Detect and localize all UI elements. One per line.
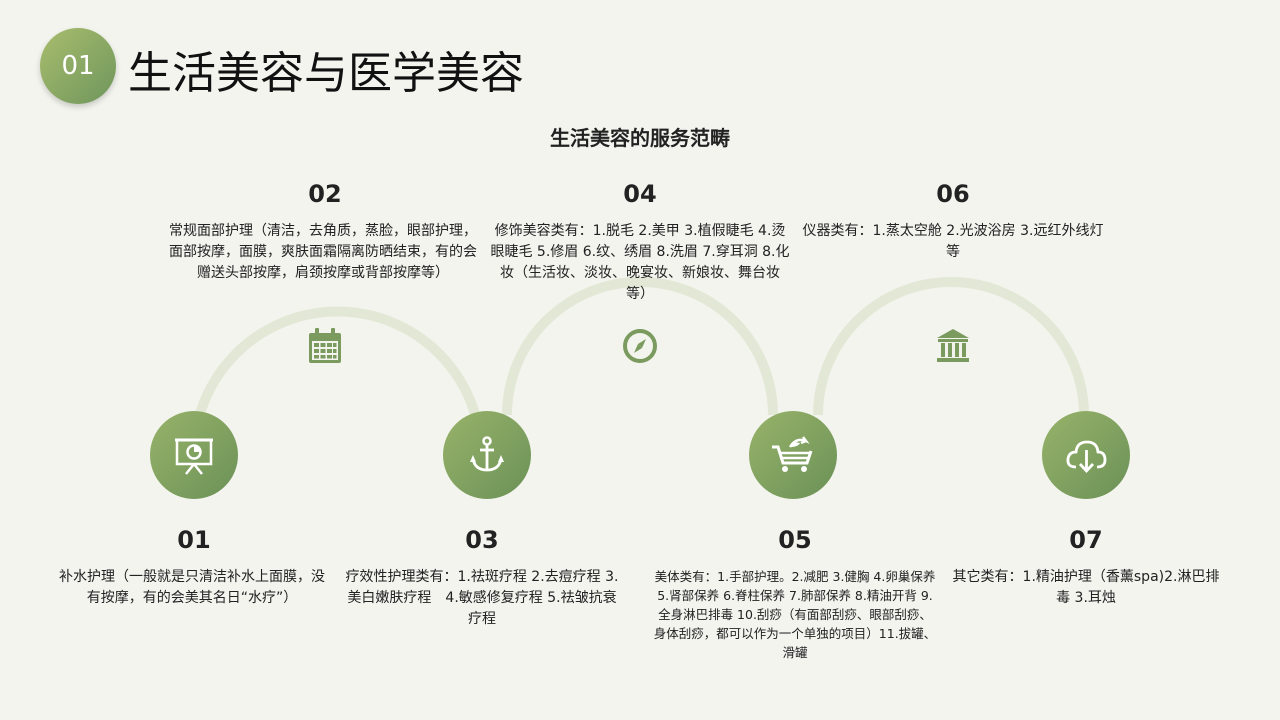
- step-text-04: 修饰美容类有：1.脱毛 2.美甲 3.植假睫毛 4.烫眼睫毛 5.修眉 6.纹、…: [490, 223, 790, 302]
- presentation-chart-icon: [175, 438, 213, 475]
- step-text-03: 疗效性护理类有：1.祛斑疗程 2.去痘疗程 3.美白嫩肤疗程 4.敏感修复疗程 …: [345, 569, 619, 627]
- step-number-04: 04: [623, 180, 657, 208]
- calendar-icon: [305, 326, 345, 366]
- arc-05-07: [813, 277, 1089, 416]
- slide-title: 生活美容与医学美容: [128, 48, 524, 99]
- step-text-06: 仪器类有：1.蒸太空舱 2.光波浴房 3.远红外线灯等: [802, 223, 1104, 260]
- cloud-download-icon: [1066, 440, 1107, 474]
- step-circle-01: [150, 411, 238, 499]
- diagram-subtitle: 生活美容的服务范畴: [550, 126, 730, 150]
- step-text-02: 常规面部护理（清洁，去角质，蒸脸，眼部护理，面部按摩，面膜，爽肤面霜隔离防晒结束…: [169, 223, 477, 281]
- step-number-06: 06: [936, 180, 970, 208]
- bank-icon: [933, 326, 973, 366]
- step-text-07: 其它类有：1.精油护理（香薰spa)2.淋巴排毒 3.耳烛: [952, 569, 1220, 606]
- section-number-badge: 01: [40, 28, 116, 104]
- step-text-05: 美体类有：1.手部护理。2.减肥 3.健胸 4.卵巢保养 5.肾部保养 6.脊柱…: [653, 569, 937, 660]
- step-circle-05: [749, 411, 837, 499]
- compass-icon: [620, 326, 660, 366]
- step-number-07: 07: [1069, 526, 1103, 554]
- anchor-icon: [470, 436, 504, 472]
- step-circle-03: [443, 411, 531, 499]
- arc-01-03: [189, 306, 486, 456]
- step-number-02: 02: [308, 180, 342, 208]
- step-number-05: 05: [778, 526, 812, 554]
- arc-03-05: [502, 277, 778, 416]
- shopping-cart-icon: [772, 436, 813, 472]
- step-circle-07: [1042, 411, 1130, 499]
- step-number-01: 01: [177, 526, 211, 554]
- step-text-01: 补水护理（一般就是只清洁补水上面膜，没有按摩，有的会美其名日“水疗”）: [59, 569, 325, 606]
- step-number-03: 03: [465, 526, 499, 554]
